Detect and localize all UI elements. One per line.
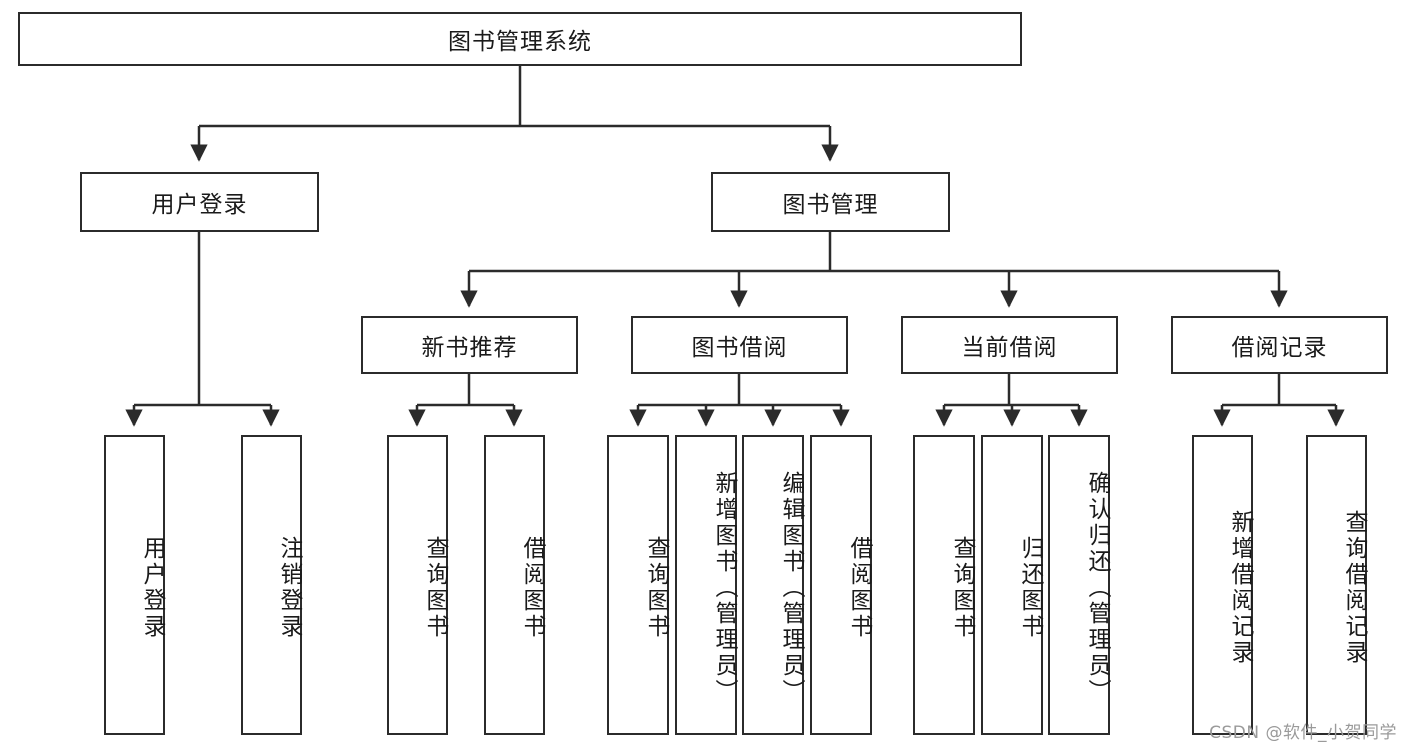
- node-book-manage-label: 图书管理: [782, 192, 879, 218]
- leaf-add-record[interactable]: 新增借阅记录: [1192, 435, 1253, 735]
- leaf-user-login-label: 用户登录: [139, 536, 165, 640]
- leaf-edit-book[interactable]: 编辑图书（管理员）: [742, 435, 804, 735]
- node-book-borrow[interactable]: 图书借阅: [631, 316, 848, 374]
- node-borrow-record[interactable]: 借阅记录: [1171, 316, 1388, 374]
- leaf-borrow-book-2-label: 借阅图书: [846, 536, 872, 640]
- leaf-return-book[interactable]: 归还图书: [981, 435, 1043, 735]
- leaf-query-book-1-label: 查询图书: [422, 536, 448, 640]
- leaf-query-book-2[interactable]: 查询图书: [607, 435, 669, 735]
- node-root[interactable]: 图书管理系统: [18, 12, 1022, 66]
- leaf-query-record[interactable]: 查询借阅记录: [1306, 435, 1367, 735]
- leaf-confirm-return[interactable]: 确认归还（管理员）: [1048, 435, 1110, 735]
- leaf-query-record-label: 查询借阅记录: [1341, 510, 1367, 666]
- leaf-query-book-2-label: 查询图书: [643, 536, 669, 640]
- leaf-confirm-return-label: 确认归还（管理员）: [1084, 471, 1110, 705]
- leaf-borrow-book-2[interactable]: 借阅图书: [810, 435, 872, 735]
- leaf-edit-book-label: 编辑图书（管理员）: [778, 471, 804, 705]
- leaf-logout[interactable]: 注销登录: [241, 435, 302, 735]
- leaf-add-record-label: 新增借阅记录: [1227, 510, 1253, 666]
- node-borrow-record-label: 借阅记录: [1231, 335, 1328, 361]
- leaf-query-book-3-label: 查询图书: [949, 536, 975, 640]
- node-root-label: 图书管理系统: [448, 29, 592, 55]
- node-book-borrow-label: 图书借阅: [691, 335, 788, 361]
- leaf-query-book-1[interactable]: 查询图书: [387, 435, 448, 735]
- leaf-query-book-3[interactable]: 查询图书: [913, 435, 975, 735]
- node-new-book-rec[interactable]: 新书推荐: [361, 316, 578, 374]
- leaf-return-book-label: 归还图书: [1017, 536, 1043, 640]
- leaf-add-book-label: 新增图书（管理员）: [711, 471, 737, 705]
- leaf-borrow-book-1[interactable]: 借阅图书: [484, 435, 545, 735]
- node-current-borrow-label: 当前借阅: [961, 335, 1058, 361]
- leaf-add-book[interactable]: 新增图书（管理员）: [675, 435, 737, 735]
- node-book-manage[interactable]: 图书管理: [711, 172, 950, 232]
- node-current-borrow[interactable]: 当前借阅: [901, 316, 1118, 374]
- leaf-logout-label: 注销登录: [276, 536, 302, 640]
- leaf-user-login[interactable]: 用户登录: [104, 435, 165, 735]
- leaf-borrow-book-1-label: 借阅图书: [519, 536, 545, 640]
- node-user-login-label: 用户登录: [151, 192, 248, 218]
- node-new-book-rec-label: 新书推荐: [421, 335, 518, 361]
- node-user-login[interactable]: 用户登录: [80, 172, 319, 232]
